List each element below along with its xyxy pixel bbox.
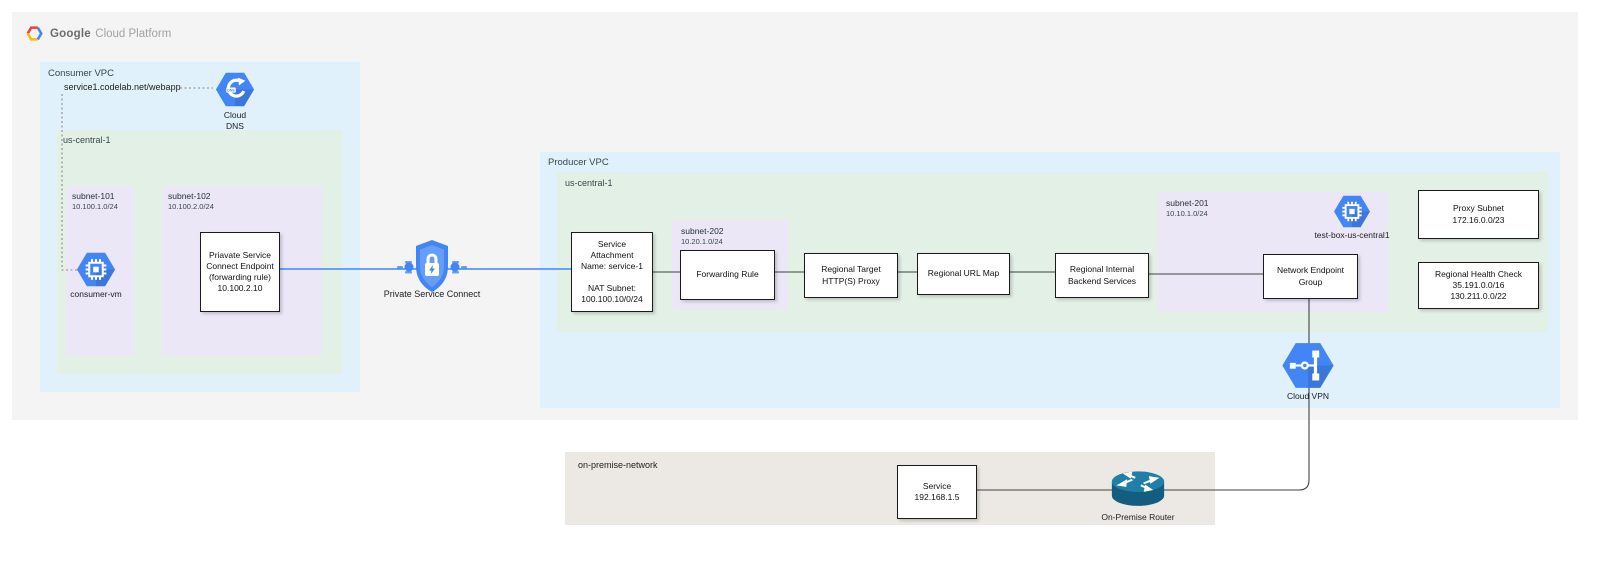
private-service-connect-label: Private Service Connect (383, 289, 481, 299)
consumer-vm-icon (76, 252, 116, 292)
producer-vpc-label: Producer VPC (548, 157, 609, 168)
proxy-subnet-box: Proxy Subnet 172.16.0.0/23 (1418, 190, 1539, 239)
psc-endpoint-box: Priavate Service Connect Endpoint (forwa… (200, 232, 280, 312)
cloud-dns-label: Cloud DNS (223, 110, 247, 131)
producer-region-label: us-central-1 (565, 178, 613, 188)
subnet-102-name: subnet-102 (168, 191, 211, 201)
subnet-202-name: subnet-202 (681, 226, 724, 236)
subnet-201-cidr: 10.10.1.0/24 (1166, 209, 1208, 218)
consumer-vm-label: consumer-vm (70, 289, 122, 299)
gcp-hexagon-icon (26, 25, 43, 41)
subnet-101-name: subnet-101 (72, 191, 115, 201)
subnet-102-cidr: 10.100.2.0/24 (168, 202, 214, 211)
test-box-vm-label: test-box-us-central1 (1314, 230, 1390, 240)
logo-brand-text: Google (50, 28, 91, 40)
target-proxy-box: Regional Target HTTP(S) Proxy (804, 253, 898, 298)
onprem-service-box: Service 192.168.1.5 (897, 465, 977, 519)
svg-text:DNS: DNS (227, 88, 235, 92)
backend-services-box: Regional Internal Backend Services (1055, 253, 1149, 298)
test-box-vm-icon (1333, 195, 1371, 233)
network-endpoint-group-box: Network Endpoint Group (1263, 254, 1358, 299)
on-premise-network-box (565, 452, 1215, 525)
subnet-101-cidr: 10.100.1.0/24 (72, 202, 118, 211)
forwarding-rule-box: Forwarding Rule (680, 250, 775, 300)
on-premise-router-label: On-Premise Router (1101, 512, 1175, 522)
subnet-202-cidr: 10.20.1.0/24 (681, 237, 723, 246)
health-check-box: Regional Health Check 35.191.0.0/16 130.… (1418, 262, 1539, 309)
on-premise-router-icon (1110, 469, 1166, 516)
gcp-logo: Google Cloud Platform (26, 24, 171, 42)
cloud-vpn-icon (1281, 342, 1335, 394)
cloud-vpn-label: Cloud VPN (1286, 391, 1330, 401)
dns-record-text: service1.codelab.net/webapp (64, 82, 181, 92)
url-map-box: Regional URL Map (917, 253, 1010, 295)
on-premise-network-label: on-premise-network (578, 460, 658, 470)
subnet-201-name: subnet-201 (1166, 198, 1209, 208)
consumer-region-label: us-central-1 (63, 135, 111, 145)
consumer-vpc-label: Consumer VPC (48, 68, 114, 79)
logo-product-text: Cloud Platform (95, 28, 172, 40)
cloud-dns-icon: DNS (215, 72, 255, 112)
service-attachment-box: Service Attachment Name: service-1 NAT S… (571, 232, 653, 312)
private-service-connect-icon (396, 237, 468, 300)
